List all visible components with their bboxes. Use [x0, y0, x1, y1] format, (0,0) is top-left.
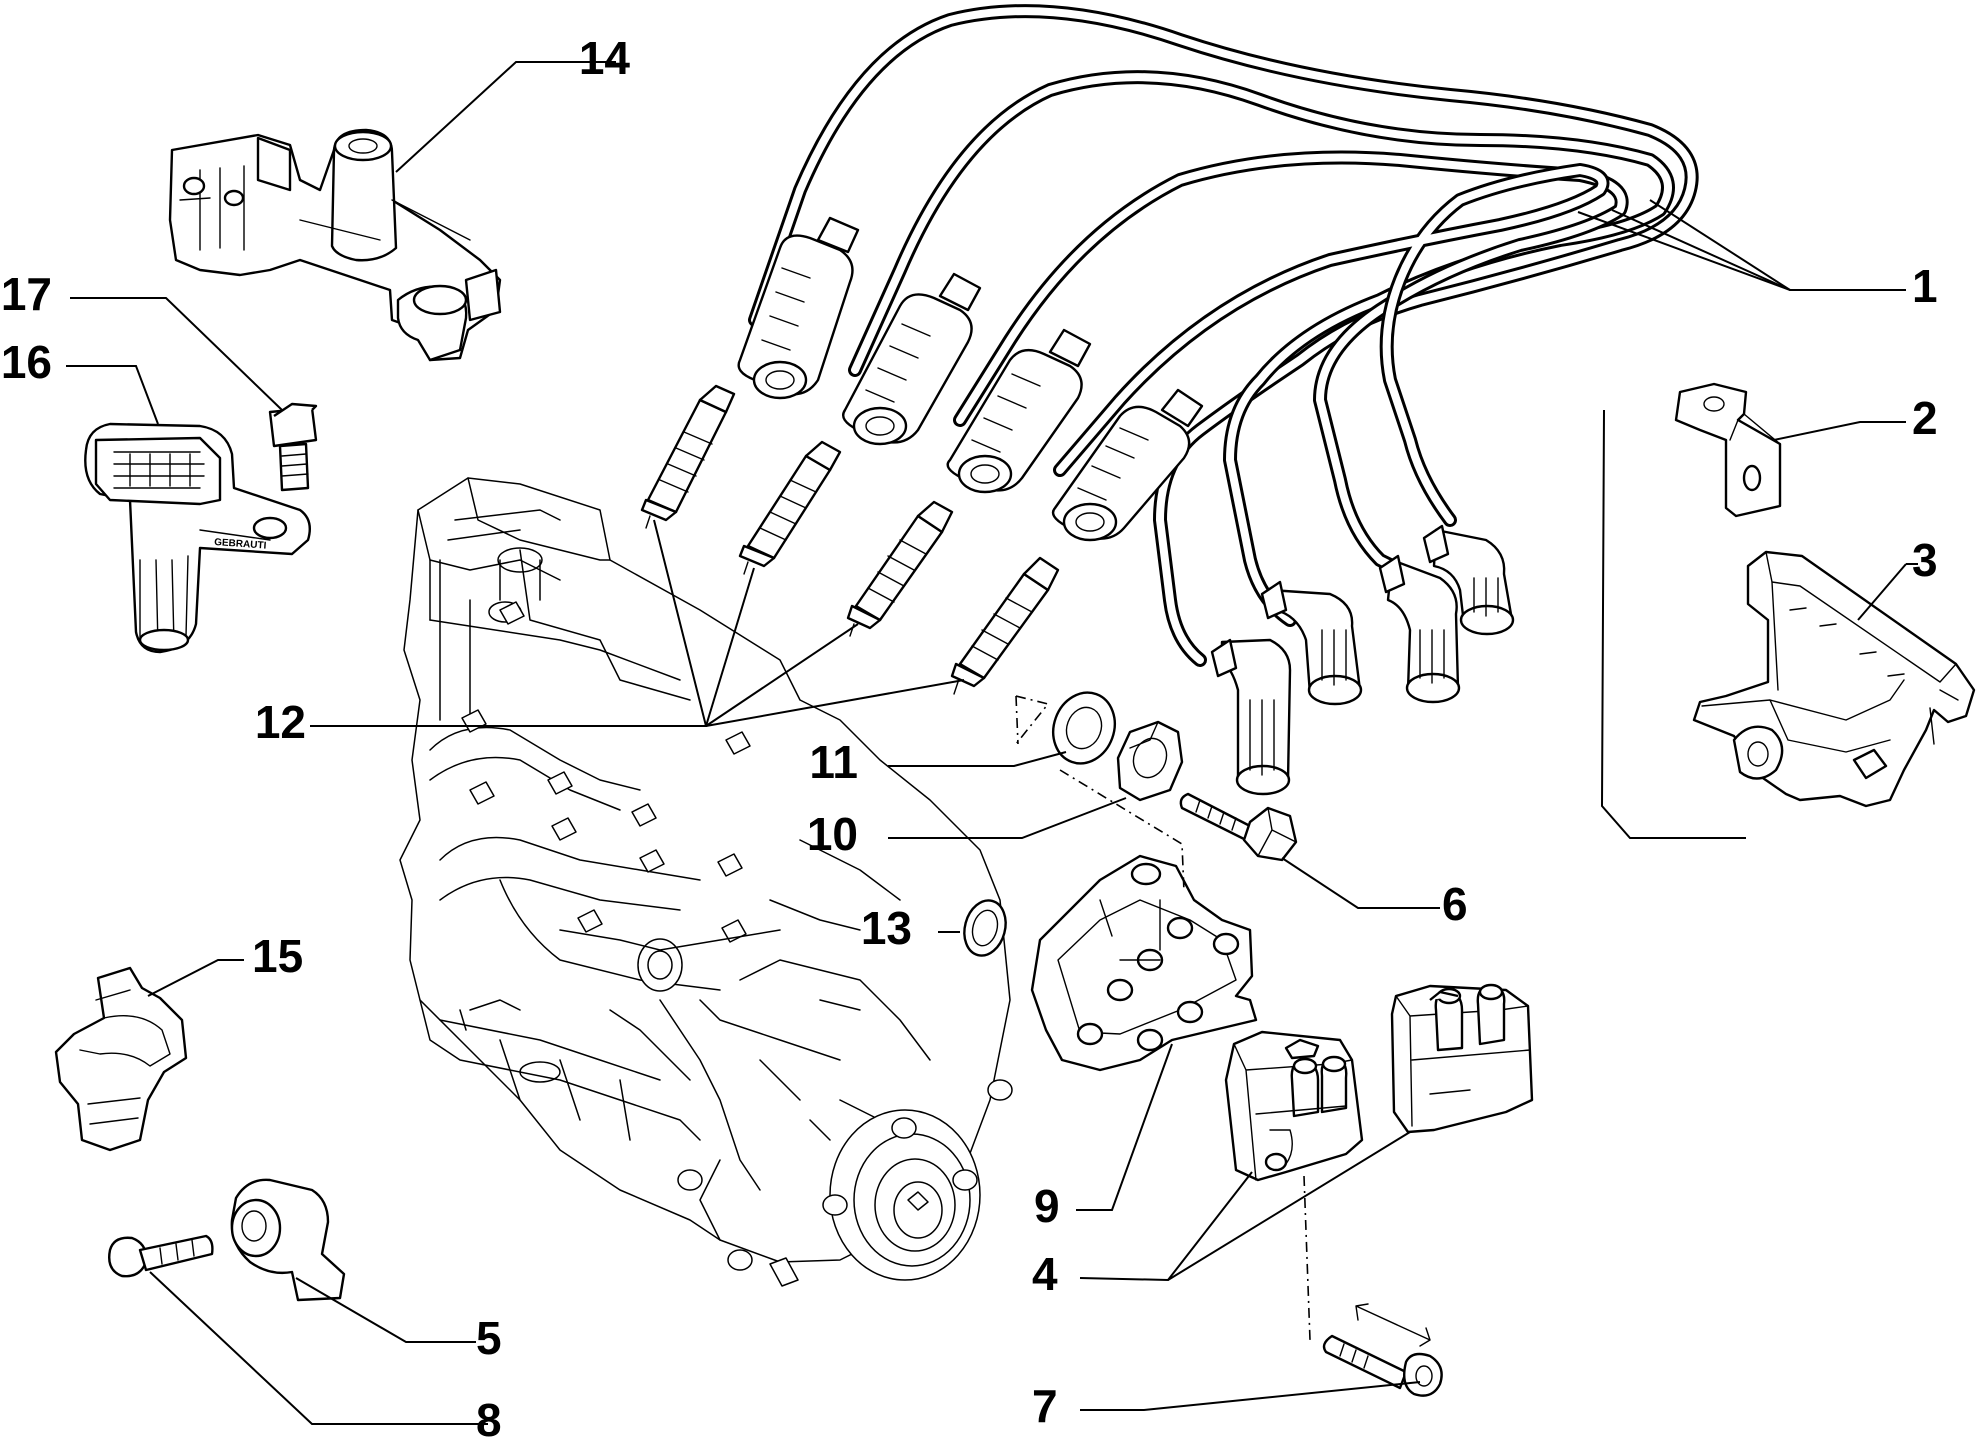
ignition-coil-rear	[1390, 983, 1534, 1134]
callout-1: 1	[1912, 260, 1938, 312]
part-13-oring	[963, 899, 1007, 957]
coil-boot-1	[1210, 638, 1292, 796]
callout-13: 13	[861, 902, 912, 954]
callout-14: 14	[579, 32, 631, 84]
cable-boot-2	[841, 272, 982, 446]
callout-17: 17	[1, 268, 52, 320]
callout-10: 10	[807, 808, 858, 860]
coil-boot-3	[1378, 554, 1461, 704]
callout-9: 9	[1034, 1180, 1060, 1232]
callout-7: 7	[1032, 1380, 1058, 1432]
callout-8: 8	[476, 1394, 502, 1437]
callout-numbers: 1 2 3 4 5 6 7 8 9 10 11 12 13 14 15 16 1…	[1, 32, 1938, 1437]
spark-plug-4	[950, 556, 1060, 695]
group-bracket-line	[1600, 409, 1746, 839]
spark-plugs	[640, 384, 1060, 695]
part-7-bolt	[1322, 1303, 1443, 1397]
callout-3: 3	[1912, 534, 1938, 586]
ignition-coil-front	[1224, 1030, 1364, 1182]
callout-11: 11	[809, 736, 858, 788]
pulley	[829, 1109, 981, 1281]
callout-5: 5	[476, 1312, 502, 1364]
coil-boot-4	[1422, 524, 1515, 636]
part-10-nut	[1116, 720, 1184, 802]
coil-boot-2	[1260, 580, 1363, 706]
cable-boot-4	[1051, 388, 1204, 542]
spark-plug-3	[846, 500, 954, 637]
callout-6: 6	[1442, 878, 1468, 930]
part-8-bolt	[108, 1234, 214, 1278]
spark-plug-1	[640, 384, 736, 529]
part-5-knock-sensor	[230, 1178, 346, 1302]
part-3-mount	[1692, 550, 1976, 808]
sensor-marking: GEBRAUTI	[214, 537, 267, 552]
callout-16: 16	[1, 336, 52, 388]
ignition-cable-set	[737, 4, 1699, 796]
callout-12: 12	[255, 696, 306, 748]
leader-lines	[66, 61, 1918, 1425]
spark-plug-2	[738, 440, 842, 575]
part-14-bracket	[168, 128, 502, 362]
part-2-bracket	[1674, 382, 1782, 518]
cable-boot-3	[946, 328, 1092, 494]
part-11-washer	[1052, 691, 1116, 765]
callout-2: 2	[1912, 392, 1938, 444]
engine-block	[399, 477, 1013, 1287]
part-9-coil-bracket	[1030, 854, 1258, 1072]
part-4-ignition-coils	[1224, 983, 1534, 1182]
callout-15: 15	[252, 930, 303, 982]
part-16-sensor: GEBRAUTI	[84, 422, 311, 654]
callout-4: 4	[1032, 1248, 1058, 1300]
part-6-bolt	[1179, 792, 1298, 862]
cable-boot-1	[737, 216, 860, 400]
part-15-clip	[54, 966, 188, 1152]
part-17-screw	[268, 402, 318, 492]
assembly-axis-lines	[1014, 695, 1311, 1341]
